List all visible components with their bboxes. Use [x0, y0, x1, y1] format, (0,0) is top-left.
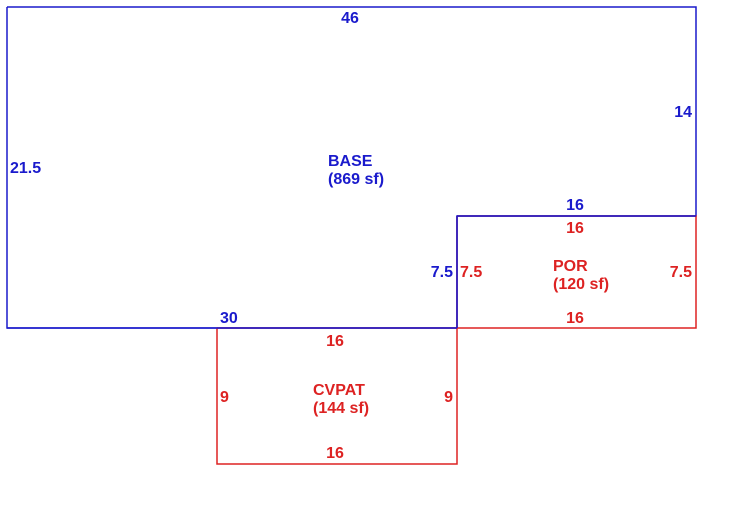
por-dim-left: 7.5 [460, 264, 482, 281]
cvpat-dim-right: 9 [444, 389, 453, 406]
cvpat-area: (144 sf) [313, 400, 369, 417]
cvpat-name: CVPAT [313, 382, 365, 399]
por-name: POR [553, 258, 588, 275]
base-dim-bottom: 30 [220, 310, 238, 327]
cvpat-dim-left: 9 [220, 389, 229, 406]
base-dim-step-side: 7.5 [431, 264, 453, 281]
cvpat-dim-top: 16 [326, 333, 344, 350]
base-dim-right: 14 [674, 104, 692, 121]
base-dim-top: 46 [341, 10, 359, 27]
por-dim-right: 7.5 [670, 264, 692, 281]
por-dim-top: 16 [566, 220, 584, 237]
base-name: BASE [328, 153, 373, 170]
base-area: (869 sf) [328, 171, 384, 188]
por-area: (120 sf) [553, 276, 609, 293]
por-dim-bottom: 16 [566, 310, 584, 327]
cvpat-dim-bottom: 16 [326, 445, 344, 462]
base-dim-step-top: 16 [566, 197, 584, 214]
base-dim-left: 21.5 [10, 160, 41, 177]
